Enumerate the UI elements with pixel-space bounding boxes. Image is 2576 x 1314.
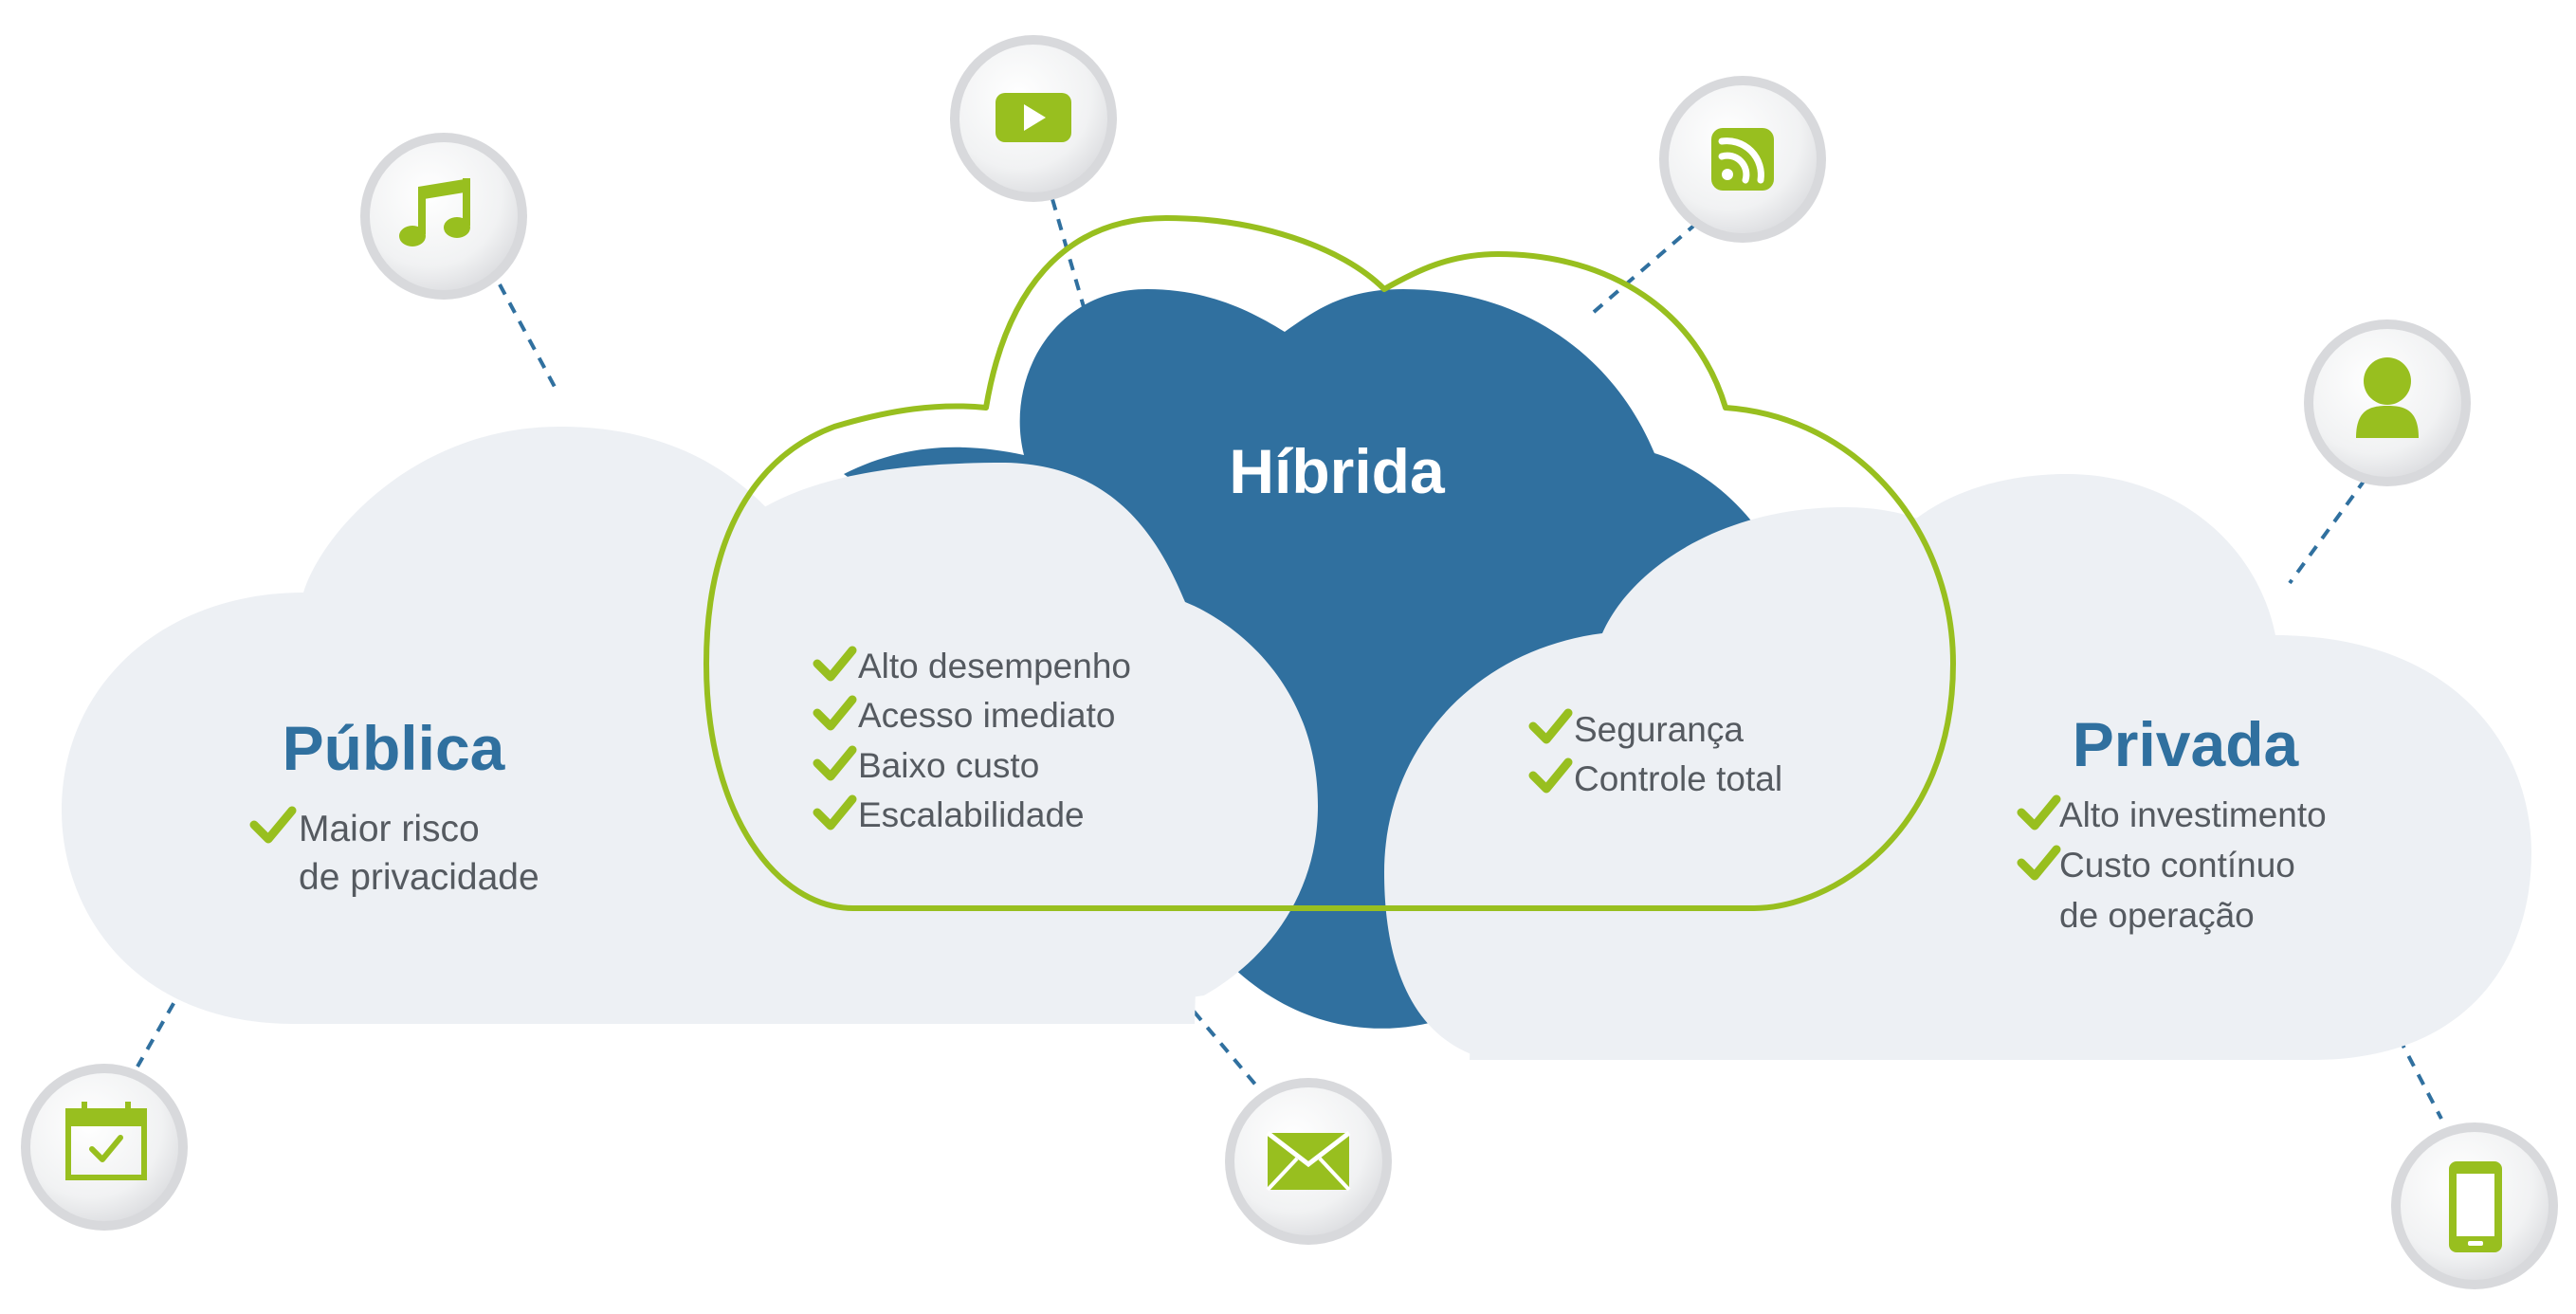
mail-icon: [1266, 1131, 1351, 1192]
mail-icon-badge: [1225, 1078, 1392, 1245]
publica-title: Pública: [283, 713, 506, 783]
video-play-icon-badge: [950, 35, 1117, 202]
check-icon: [1528, 708, 1573, 744]
rss-icon-badge: [1659, 76, 1826, 243]
hibrida-right-cloud: [1384, 507, 2086, 1060]
calendar-icon-badge: [21, 1064, 188, 1231]
hibrida-left-item-4: Escalabilidade: [858, 795, 1085, 834]
check-icon: [1528, 757, 1573, 794]
rss-icon: [1711, 128, 1774, 191]
connector-phone: [2387, 1018, 2443, 1120]
connector-music: [498, 283, 557, 388]
connector-rss: [1591, 221, 1699, 315]
smartphone-icon: [2449, 1161, 2502, 1252]
check-icon: [813, 745, 857, 781]
video-play-icon: [996, 93, 1071, 142]
publica-list: Maior risco de privacidade: [249, 806, 539, 898]
privada-item-3: de operação: [2059, 896, 2255, 935]
smartphone-icon-badge: [2391, 1122, 2558, 1289]
check-icon: [813, 695, 857, 731]
hibrida-title: Híbrida: [1229, 436, 1446, 506]
check-icon: [813, 794, 857, 830]
hibrida-left-item-3: Baixo custo: [858, 746, 1039, 785]
privada-item-1: Alto investimento: [2059, 795, 2327, 834]
check-icon: [2017, 794, 2061, 830]
check-icon: [249, 806, 297, 844]
privada-item-2: Custo contínuo: [2059, 846, 2295, 885]
privada-title: Privada: [2073, 709, 2300, 779]
music-icon-badge: [360, 133, 527, 300]
calendar-icon: [65, 1102, 147, 1180]
hibrida-left-item-2: Acesso imediato: [858, 696, 1115, 735]
hibrida-right-list: Segurança Controle total: [1528, 708, 1782, 798]
hibrida-left-cloud: [730, 463, 1318, 1005]
hibrida-right-item-2: Controle total: [1574, 759, 1782, 798]
publica-item-2: de privacidade: [299, 857, 539, 898]
privada-list: Alto investimento Custo contínuo de oper…: [2017, 794, 2327, 935]
hybrid-outline: [703, 215, 1956, 911]
music-icon: [399, 178, 470, 246]
publica-item-1: Maior risco: [299, 809, 480, 849]
hibrida-right-item-1: Segurança: [1574, 710, 1744, 749]
user-icon-badge: [2304, 319, 2471, 486]
hibrida-left-item-1: Alto desempenho: [858, 647, 1131, 685]
user-icon: [2356, 357, 2419, 438]
connector-user: [2288, 477, 2367, 585]
check-icon: [813, 646, 857, 682]
check-icon: [2017, 845, 2061, 881]
hibrida-left-list: Alto desempenho Acesso imediato Baixo cu…: [813, 646, 1131, 834]
